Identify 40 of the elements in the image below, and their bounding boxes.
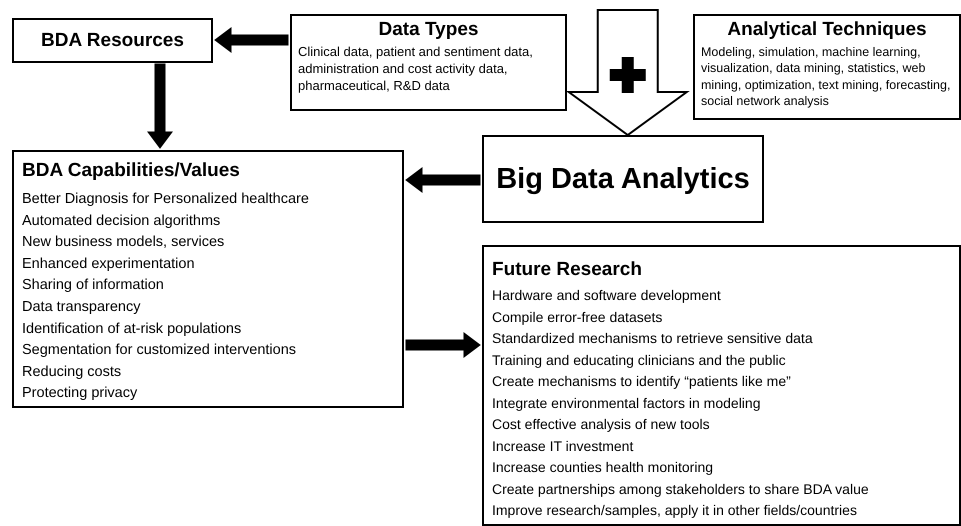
arrow [147, 64, 173, 149]
list-item: Automated decision algorithms [22, 212, 220, 229]
list-item: Identification of at-risk populations [22, 320, 242, 337]
list-item: Reducing costs [22, 364, 122, 380]
list-item: New business models, services [22, 234, 224, 250]
list-item: Training and educating clinicians and the public [492, 352, 786, 368]
text-box [482, 245, 961, 526]
title-box [482, 135, 764, 223]
box-title: Data Types [378, 18, 480, 42]
list-item: Data transparency [22, 299, 140, 315]
box-title: Big Data Analytics [496, 162, 750, 196]
box-title: BDA Capabilities/Values [22, 160, 240, 182]
list-item: Segmentation for customized interventions [22, 342, 296, 358]
list-item: Enhanced experimentation [22, 256, 195, 272]
text-box [290, 14, 567, 111]
box-text: Clinical data, patient and sentiment data, administration and cost activity data, pharmaceutical, R&D data [298, 44, 534, 95]
list-item: Protecting privacy [22, 385, 138, 402]
list-item: Standardized mechanisms to retrieve sensitive data [492, 330, 813, 346]
list-item: Increase counties health monitoring [492, 459, 714, 475]
text-box [693, 14, 961, 120]
list-item: Hardware and software development [492, 287, 721, 303]
arrow [214, 27, 288, 53]
list-item: Better Diagnosis for Personalized healthcare [22, 191, 309, 207]
box-title: Future Research [492, 259, 642, 281]
list-item: Create partnerships among stakeholders to share BDA value [492, 480, 869, 496]
box-title: BDA Resources [41, 30, 184, 52]
list-item: Integrate environmental factors in modeling [492, 394, 760, 410]
box-title: Analytical Techniques [726, 18, 928, 42]
list-item: Cost effective analysis of new tools [492, 416, 710, 432]
text-box [12, 150, 404, 408]
list-item: Compile error-free datasets [492, 308, 662, 324]
box-text: Modeling, simulation, machine learning, visualization, data mining, statistics, web mining, optimization, text mining, forecasting, social network analysis [701, 44, 952, 109]
list-item: Improve research/samples, apply it in other fields/countries [492, 502, 857, 518]
list-item: Increase IT investment [492, 438, 634, 454]
hollow-arrow [566, 9, 690, 136]
title-box [12, 18, 213, 63]
arrow [405, 167, 480, 193]
list-item: Sharing of information [22, 277, 164, 294]
arrow [406, 332, 481, 358]
list-item: Create mechanisms to identify “patients like me” [492, 373, 791, 389]
